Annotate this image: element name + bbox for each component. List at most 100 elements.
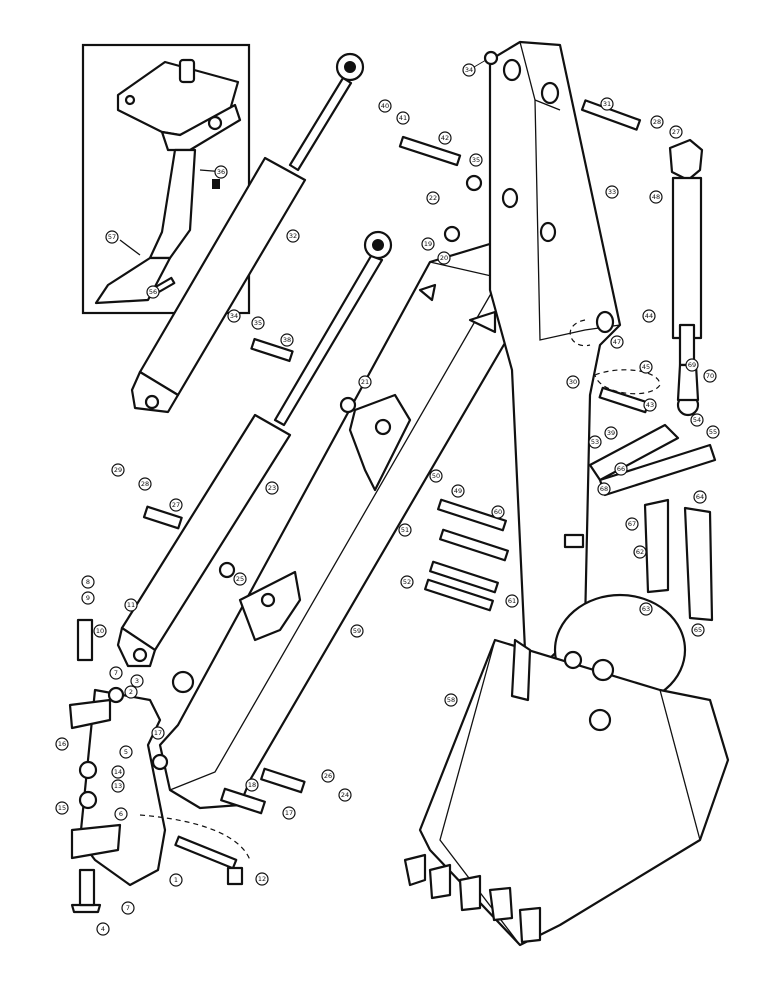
callout-c36: 36 — [214, 165, 228, 179]
callout-c39: 39 — [604, 426, 618, 440]
callout-c10: 10 — [93, 624, 107, 638]
callout-c25: 25 — [233, 572, 247, 586]
callout-c22: 22 — [426, 191, 440, 205]
callout-c58: 58 — [444, 693, 458, 707]
svg-text:28: 28 — [653, 118, 661, 126]
callout-c30: 30 — [566, 375, 580, 389]
callout-c24: 24 — [338, 788, 352, 802]
svg-text:8: 8 — [86, 578, 90, 586]
svg-text:67: 67 — [628, 520, 636, 528]
callout-c70: 70 — [703, 369, 717, 383]
callout-c5: 5 — [119, 745, 133, 759]
svg-text:62: 62 — [636, 548, 644, 556]
svg-text:30: 30 — [569, 378, 577, 386]
callout-c65: 65 — [691, 623, 705, 637]
svg-text:63: 63 — [642, 605, 650, 613]
callout-c9: 9 — [81, 591, 95, 605]
callout-c31: 31 — [600, 97, 614, 111]
callout-c44: 44 — [642, 309, 656, 323]
callout-c23: 23 — [265, 481, 279, 495]
svg-text:20: 20 — [440, 254, 448, 262]
callout-c56: 56 — [146, 285, 160, 299]
cylinder-right — [668, 138, 704, 417]
svg-text:61: 61 — [508, 597, 516, 605]
callout-c53: 53 — [588, 435, 602, 449]
svg-text:59: 59 — [353, 627, 361, 635]
callout-c21: 21 — [358, 375, 372, 389]
svg-text:28: 28 — [141, 480, 149, 488]
svg-text:13: 13 — [114, 782, 122, 790]
callout-c34a: 34 — [462, 59, 487, 77]
pins-and-parts — [107, 50, 661, 886]
svg-text:10: 10 — [96, 627, 104, 635]
callout-c47: 47 — [610, 335, 624, 349]
svg-text:45: 45 — [642, 363, 650, 371]
link-bars — [588, 423, 717, 622]
svg-text:58: 58 — [447, 696, 455, 704]
svg-text:38: 38 — [283, 336, 291, 344]
svg-text:39: 39 — [607, 429, 615, 437]
callout-c64: 64 — [693, 490, 707, 504]
callout-c28b: 28 — [138, 477, 152, 491]
svg-text:26: 26 — [324, 772, 332, 780]
callout-c14: 14 — [111, 765, 125, 779]
svg-text:31: 31 — [603, 100, 611, 108]
callout-c20: 20 — [437, 251, 451, 265]
svg-text:19: 19 — [424, 240, 432, 248]
callout-c17a: 17 — [151, 726, 165, 740]
svg-text:64: 64 — [696, 493, 704, 501]
cylinder-middle — [116, 230, 393, 668]
callout-c11: 11 — [124, 598, 138, 612]
svg-text:52: 52 — [403, 578, 411, 586]
svg-text:5: 5 — [124, 748, 128, 756]
callout-c12: 12 — [255, 872, 269, 886]
callout-c35b: 35 — [251, 316, 265, 330]
svg-text:66: 66 — [617, 465, 625, 473]
callouts: 34 40 41 42 35 31 28 27 33 22 19 20 36 3… — [55, 59, 720, 936]
callout-c35a: 35 — [469, 153, 483, 167]
svg-text:69: 69 — [688, 361, 696, 369]
inset-ripper-detail — [81, 43, 251, 315]
callout-c29a: 29 — [111, 463, 125, 477]
svg-text:15: 15 — [58, 804, 66, 812]
svg-text:57: 57 — [108, 233, 116, 241]
svg-text:23: 23 — [268, 484, 276, 492]
svg-text:50: 50 — [432, 472, 440, 480]
upright-boom — [488, 40, 622, 662]
callout-c48: 48 — [649, 190, 663, 204]
svg-text:16: 16 — [58, 740, 66, 748]
callout-c49: 49 — [451, 484, 465, 498]
callout-c6: 6 — [114, 807, 128, 821]
svg-text:49: 49 — [454, 487, 462, 495]
callout-c66: 66 — [614, 462, 628, 476]
svg-text:17: 17 — [154, 729, 162, 737]
callout-c17b: 17 — [282, 806, 296, 820]
svg-text:48: 48 — [652, 193, 660, 201]
callout-c34b: 34 — [227, 309, 241, 323]
svg-text:42: 42 — [441, 134, 449, 142]
callout-c45: 45 — [639, 360, 653, 374]
svg-text:55: 55 — [709, 428, 717, 436]
callout-c2: 2 — [124, 685, 138, 699]
callout-c3: 3 — [130, 674, 144, 688]
svg-text:7: 7 — [114, 669, 118, 677]
bucket — [403, 593, 730, 947]
callout-c19: 19 — [421, 237, 435, 251]
callout-c54: 54 — [690, 413, 704, 427]
callout-c43: 43 — [643, 398, 657, 412]
callout-c41a: 41 — [396, 111, 410, 125]
svg-text:53: 53 — [591, 438, 599, 446]
svg-text:17: 17 — [285, 809, 293, 817]
svg-text:12: 12 — [258, 875, 266, 883]
svg-text:65: 65 — [694, 626, 702, 634]
svg-text:18: 18 — [248, 781, 256, 789]
svg-text:70: 70 — [706, 372, 714, 380]
svg-text:22: 22 — [429, 194, 437, 202]
callout-c60: 60 — [491, 505, 505, 519]
callout-c27b: 27 — [169, 498, 183, 512]
callout-c55: 55 — [706, 425, 720, 439]
callout-c67: 67 — [625, 517, 639, 531]
svg-text:33: 33 — [608, 188, 616, 196]
svg-text:29: 29 — [114, 466, 122, 474]
